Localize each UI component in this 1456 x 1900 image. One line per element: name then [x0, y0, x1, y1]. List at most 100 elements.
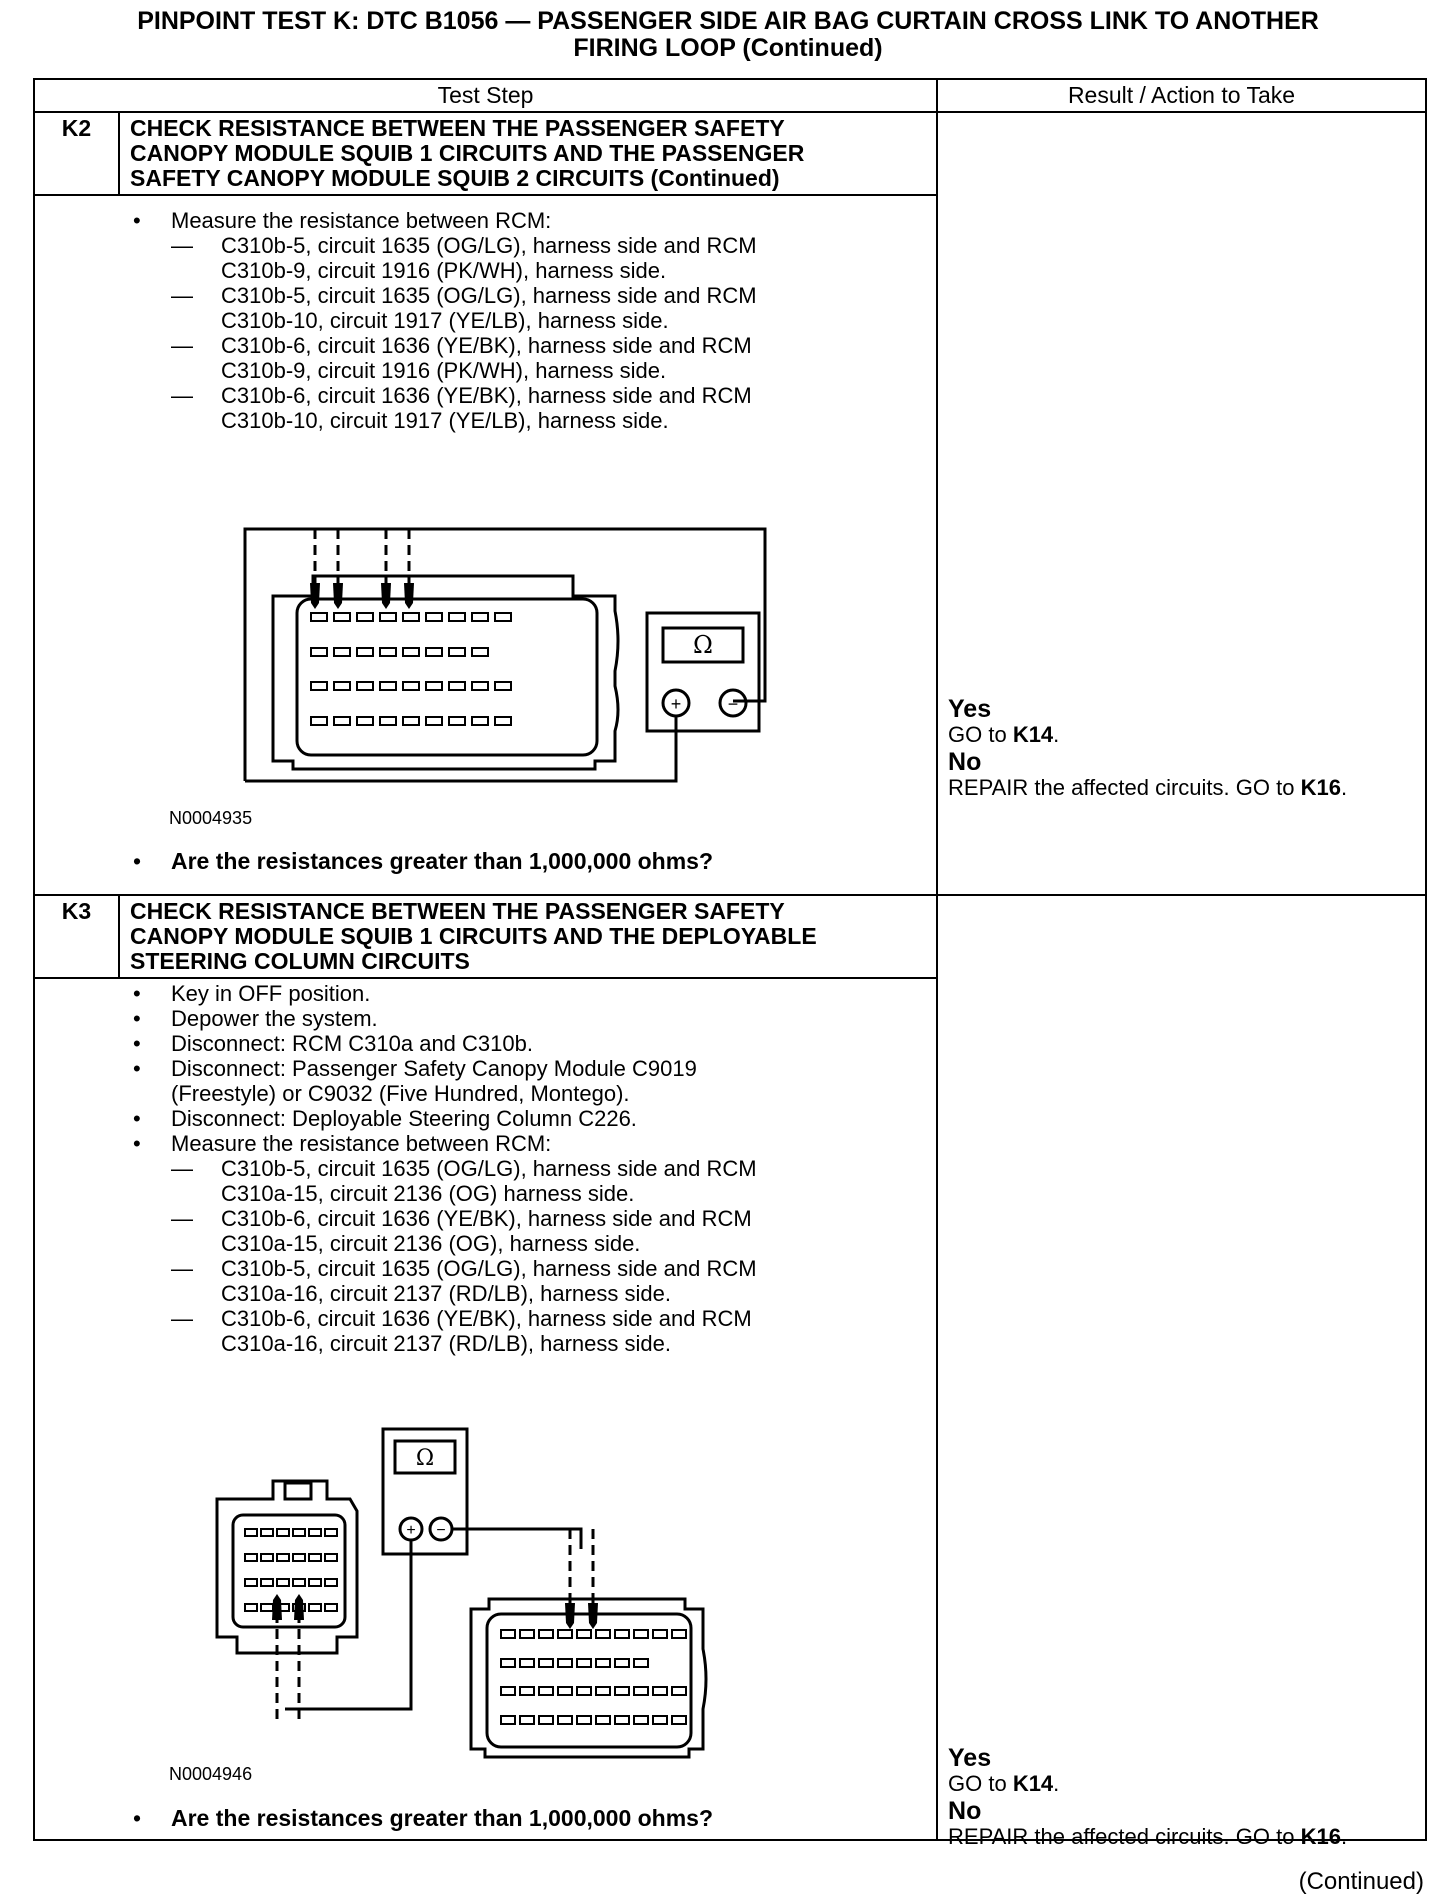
result-no-label: No: [948, 748, 982, 776]
table-header-row: Test Step Result / Action to Take: [32, 78, 1428, 113]
continued-note: (Continued): [1298, 1868, 1424, 1895]
result-yes-action: GO to K14.: [948, 1771, 1347, 1796]
connector-pin: [324, 1528, 338, 1537]
result-k3: Yes GO to K14. No REPAIR the affected ci…: [948, 1744, 1348, 1850]
connector-pin: [576, 1715, 592, 1725]
step-k2-title-row: K2 CHECK RESISTANCE BETWEEN THE PASSENGE…: [33, 111, 1428, 896]
connector-pin: [425, 647, 443, 657]
ohmmeter-display: [661, 626, 745, 664]
step-question-k2: Are the resistances greater than 1,000,0…: [133, 848, 713, 875]
connector-pin: [333, 681, 351, 691]
connector-pin: [576, 1658, 592, 1668]
connector-pin: [379, 681, 397, 691]
connector-pin: [379, 647, 397, 657]
connector-pin: [652, 1629, 668, 1639]
ohmmeter-body: [645, 611, 761, 733]
connector-pin: [244, 1603, 258, 1612]
right-connector-face: [485, 1612, 693, 1749]
result-yes-end: .: [1053, 722, 1060, 747]
list-item-line: C310a-15, circuit 2136 (OG) harness side…: [221, 1181, 635, 1206]
connector-pin: [633, 1715, 649, 1725]
k2-connector-ohmmeter-diagram: Ω + −: [243, 527, 767, 783]
connector-pin: [379, 716, 397, 726]
list-item: Depower the system.: [133, 1006, 873, 1031]
page-title: PINPOINT TEST K: DTC B1056 — PASSENGER S…: [40, 8, 1416, 62]
page-title-line-2: FIRING LOOP (Continued): [573, 34, 883, 62]
result-no-label: No: [948, 1797, 982, 1825]
connector-pin: [614, 1715, 630, 1725]
left-connector-face: [231, 1513, 347, 1629]
connector-pin: [425, 612, 443, 622]
connector-pin: [671, 1629, 687, 1639]
result-yes-label: Yes: [948, 1744, 992, 1772]
step-k3-title-row: K3 CHECK RESISTANCE BETWEEN THE PASSENGE…: [33, 894, 1428, 1849]
connector-pin: [448, 681, 466, 691]
connector-pin: [500, 1686, 516, 1696]
probe-tip: [565, 1603, 575, 1629]
connector-pin: [402, 681, 420, 691]
ohmmeter-positive-terminal: [661, 688, 691, 718]
result-yes-target: K14: [1012, 722, 1054, 747]
connector-pin: [471, 681, 489, 691]
list-item: —C310b-5, circuit 1635 (OG/LG), harness …: [133, 1156, 873, 1206]
probe-tip: [588, 1603, 598, 1629]
connector-pins: [310, 612, 512, 726]
ohm-symbol: Ω: [416, 1446, 434, 1471]
connector-pin: [500, 1629, 516, 1639]
probe-tip: [294, 1594, 304, 1620]
connector-pin: [538, 1715, 554, 1725]
connector-pin: [333, 716, 351, 726]
k2-instruction-list: Measure the resistance between RCM: —C31…: [133, 208, 873, 433]
list-item: —C310b-6, circuit 1636 (YE/BK), harness …: [133, 1306, 873, 1356]
k3-connector-ohmmeter-diagram: Ω + −: [215, 1427, 708, 1759]
probe-tip: [381, 583, 391, 609]
connector-pin: [402, 716, 420, 726]
meter-negative-lead: [243, 527, 767, 781]
connector-pin: [471, 716, 489, 726]
connector-pin: [448, 612, 466, 622]
probe-tip: [272, 1594, 282, 1620]
connector-pin: [244, 1528, 258, 1537]
connector-pin: [356, 647, 374, 657]
pinpoint-test-table: Test Step Result / Action to Take K2 CHE…: [32, 78, 1428, 1849]
header-test-step: Test Step: [32, 78, 939, 113]
list-item: —C310b-6, circuit 1636 (YE/BK), harness …: [133, 383, 873, 433]
connector-pin: [310, 681, 328, 691]
connector-pin: [614, 1629, 630, 1639]
probe-tip: [333, 583, 343, 609]
connector-pin: [356, 716, 374, 726]
connector-pin: [614, 1658, 630, 1668]
step-title-k2: CHECK RESISTANCE BETWEEN THE PASSENGER S…: [117, 111, 939, 196]
connector-pin: [402, 612, 420, 622]
connector-pin: [557, 1658, 573, 1668]
right-connector-body: [469, 1597, 708, 1759]
figure-id: N0004935: [169, 808, 253, 828]
list-item: Disconnect: RCM C310a and C310b.: [133, 1031, 873, 1056]
connector-pin: [324, 1603, 338, 1612]
step-title-k2-line: SAFETY CANOPY MODULE SQUIB 2 CIRCUITS (C…: [130, 165, 780, 191]
list-item-line: C310a-15, circuit 2136 (OG), harness sid…: [221, 1231, 641, 1256]
connector-pin: [576, 1629, 592, 1639]
result-no-action: REPAIR the affected circuits. GO to K16.: [948, 775, 1347, 800]
connector-pin: [519, 1686, 535, 1696]
connector-pin: [260, 1528, 274, 1537]
result-yes-text: GO to: [948, 722, 1013, 747]
list-item: —C310b-5, circuit 1635 (OG/LG), harness …: [133, 283, 873, 333]
connector-pin: [671, 1715, 687, 1725]
result-no-target: K16: [1300, 1824, 1341, 1849]
list-item-line: (Freestyle) or C9032 (Five Hundred, Mont…: [171, 1081, 630, 1106]
connector-pin: [402, 647, 420, 657]
connector-pin: [244, 1578, 258, 1587]
list-item-line: C310a-16, circuit 2137 (RD/LB), harness …: [221, 1281, 671, 1306]
step-title-k3: CHECK RESISTANCE BETWEEN THE PASSENGER S…: [117, 894, 939, 979]
connector-pin: [448, 647, 466, 657]
step-k2-body-row: Measure the resistance between RCM: —C31…: [32, 194, 1426, 896]
connector-pin: [614, 1686, 630, 1696]
connector-pin: [425, 681, 443, 691]
header-result-action: Result / Action to Take: [936, 78, 1428, 113]
result-cell-k3: Yes GO to K14. No REPAIR the affected ci…: [936, 894, 1428, 1849]
ohm-symbol: Ω: [693, 631, 713, 659]
result-yes-action: GO to K14.: [948, 722, 1347, 747]
result-no-end: .: [1340, 1824, 1348, 1849]
result-no-text: REPAIR the affected circuits. GO to: [948, 775, 1301, 800]
